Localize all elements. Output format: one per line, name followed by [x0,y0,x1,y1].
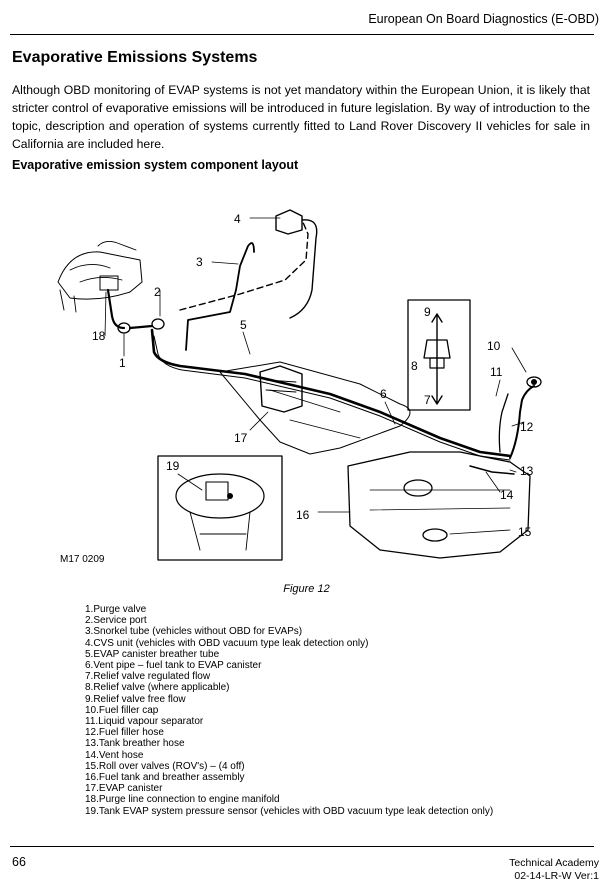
page-number: 66 [12,855,26,869]
callout-18: 18 [92,329,106,343]
callout-12: 12 [520,420,534,434]
legend-item: 1.Purge valve [85,604,147,615]
footer-doc-ref: 02-14-LR-W Ver:1 [514,870,599,882]
legend-item: 15.Roll over valves (ROV's) – (4 off) [85,760,245,772]
fuel-tank-drawing [347,451,531,559]
callout-10: 10 [487,339,501,353]
callout-8: 8 [411,359,418,373]
legend-item: 18.Purge line connection to engine manif… [85,794,280,806]
callout-11: 11 [490,365,503,379]
relief-valve-box [407,299,471,411]
callout-9: 9 [424,305,431,319]
legend-item: 2.Service port [85,615,147,627]
legend-item: 10.Fuel filler cap [85,704,159,716]
legend-item: 9.Relief valve free flow [85,693,186,705]
footer-rule [10,846,594,847]
legend-item: 17.EVAP canister [85,783,163,795]
callout-16: 16 [296,508,310,522]
section-title: Evaporative Emissions Systems [12,49,258,66]
callout-5: 5 [240,318,247,332]
legend-item: 19.Tank EVAP system pressure sensor (veh… [85,805,494,817]
header-rule [10,34,594,35]
callout-19: 19 [166,459,180,473]
legend-item: 4.CVS unit (vehicles with OBD vacuum typ… [85,637,369,649]
footer-info: Technical Academy 02-14-LR-W Ver:1 [509,857,599,883]
legend-item: 12.Fuel filler hose [85,727,164,739]
callout-14: 14 [500,488,514,502]
legend-item: 8.Relief valve (where applicable) [85,682,230,694]
callout-7: 7 [424,393,431,407]
callout-2: 2 [154,285,161,299]
footer-org: Technical Academy [509,857,599,869]
legend-item: 14.Vent hose [85,749,144,761]
legend-item: 3.Snorkel tube (vehicles without OBD for… [85,626,303,638]
callout-leaders [104,217,527,535]
callout-15: 15 [518,525,532,539]
component-legend: 1.Purge valve 2.Service port 3.Snorkel t… [85,604,493,817]
callout-3: 3 [196,255,203,269]
callout-1: 1 [119,356,126,370]
legend-item: 6.Vent pipe – fuel tank to EVAP canister [85,660,262,672]
evap-canister-drawing [259,365,303,413]
evap-component-diagram: 4 3 2 18 1 5 6 17 9 8 7 10 11 12 13 14 1… [40,190,600,580]
figure-caption: Figure 12 [283,583,330,595]
callout-17: 17 [234,431,248,445]
intro-paragraph: Although OBD monitoring of EVAP systems … [12,83,590,151]
cvs-unit-drawing [275,209,318,319]
callout-6: 6 [380,387,387,401]
legend-item: 5.EVAP canister breather tube [85,648,220,660]
callout-4: 4 [234,212,241,226]
figure-subheading: Evaporative emission system component la… [12,158,299,172]
legend-item: 13.Tank breather hose [85,738,185,750]
engine-manifold-drawing [57,241,143,313]
callout-13: 13 [520,464,534,478]
legend-item: 16.Fuel tank and breather assembly [85,772,245,784]
diagram-drawing: 4 3 2 18 1 5 6 17 9 8 7 10 11 12 13 14 1… [57,209,542,565]
pressure-sensor-inset [157,455,283,561]
figure-reference: M17 0209 [60,554,105,565]
running-header: European On Board Diagnostics (E-OBD) [368,12,599,26]
legend-item: 7.Relief valve regulated flow [85,671,211,683]
legend-item: 11.Liquid vapour separator [85,716,204,728]
